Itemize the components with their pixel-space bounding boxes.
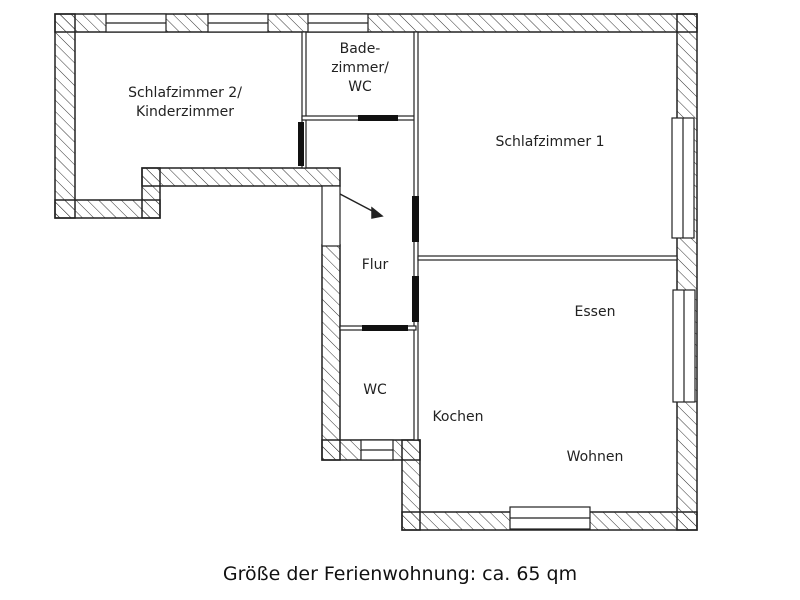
apartment-size-caption: Größe der Ferienwohnung: ca. 65 qm <box>222 563 578 585</box>
room-label-kochen: Kochen <box>432 409 484 425</box>
windows <box>105 13 696 530</box>
room-label-schlafzimmer2: Schlafzimmer 2/ Kinderzimmer <box>128 85 242 120</box>
room-label-badezimmer: Bade- zimmer/ WC <box>331 41 389 95</box>
doors <box>298 115 419 331</box>
room-label-wc: WC <box>363 382 387 398</box>
entrance-arrow-icon <box>339 193 384 219</box>
room-label-essen: Essen <box>574 304 616 320</box>
room-label-schlafzimmer1: Schlafzimmer 1 <box>495 134 605 150</box>
room-label-wohnen: Wohnen <box>566 449 624 465</box>
room-label-flur: Flur <box>361 257 389 273</box>
